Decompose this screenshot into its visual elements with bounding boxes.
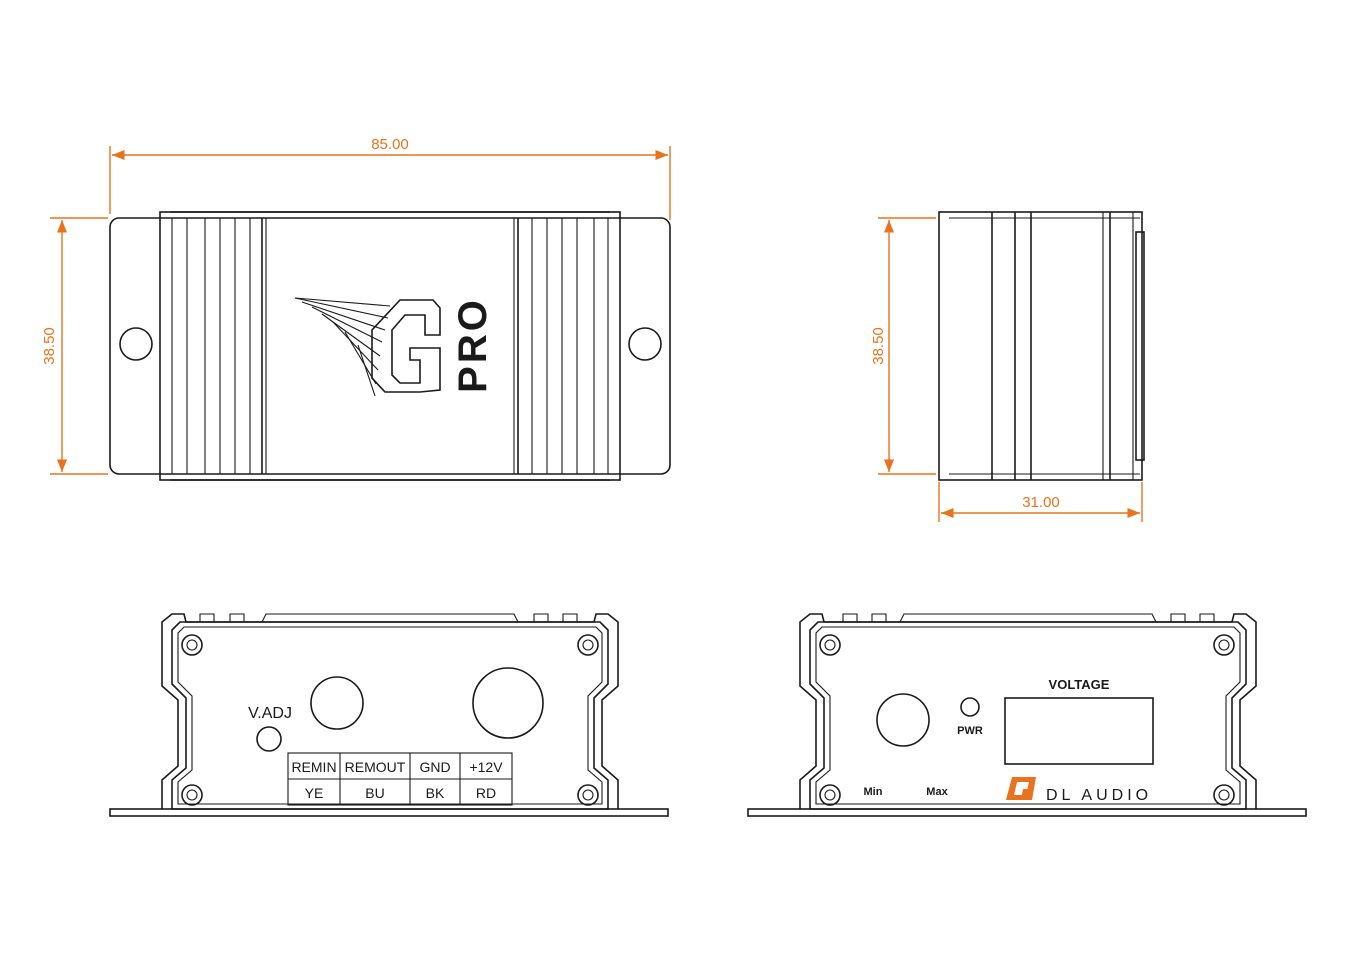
- top-view: PRO 85.00 38.50: [41, 136, 671, 481]
- table-value-cell: BU: [365, 785, 384, 801]
- max-label: Max: [926, 786, 948, 798]
- logo-text: PRO: [451, 297, 495, 393]
- input-jack-right: [472, 667, 544, 739]
- table-value-cell: YE: [305, 785, 324, 801]
- side-view: 38.50 31.00: [870, 211, 1145, 522]
- connector-panel-view: V.ADJ REMIN REMOUT GND +12V YE BU BK RD: [109, 613, 669, 817]
- terminal-table: REMIN REMOUT GND +12V YE BU BK RD: [287, 752, 513, 806]
- table-value-cell: RD: [476, 785, 496, 801]
- mount-hole-right: [628, 327, 662, 361]
- voltage-label: VOLTAGE: [1049, 677, 1110, 692]
- dim-top-width: 85.00: [371, 136, 409, 153]
- gain-knob: [876, 693, 930, 747]
- voltage-display: [1004, 697, 1154, 765]
- mount-hole-left: [119, 327, 153, 361]
- table-header-cell: REMOUT: [345, 759, 406, 775]
- min-label: Min: [864, 786, 883, 798]
- dim-side-width: 31.00: [1022, 494, 1060, 511]
- table-header-cell: REMIN: [291, 759, 336, 775]
- pwr-led: [960, 697, 980, 717]
- dl-mark-icon: [1006, 777, 1036, 800]
- display-panel-view: PWR Min Max VOLTAGE DL AUDIO: [747, 613, 1307, 817]
- dl-audio-logo: DL AUDIO: [1006, 777, 1152, 804]
- brand-text: DL AUDIO: [1046, 787, 1152, 804]
- vadj-knob: [256, 726, 282, 752]
- vadj-label: V.ADJ: [248, 705, 292, 722]
- pwr-label: PWR: [957, 725, 983, 737]
- table-header-cell: +12V: [469, 759, 503, 775]
- dim-side-height: 38.50: [870, 327, 887, 365]
- table-header-cell: GND: [419, 759, 450, 775]
- g-pro-logo: PRO: [294, 297, 495, 397]
- dim-top-height: 38.50: [41, 327, 58, 365]
- table-value-cell: BK: [426, 785, 445, 801]
- input-jack-left: [310, 676, 364, 730]
